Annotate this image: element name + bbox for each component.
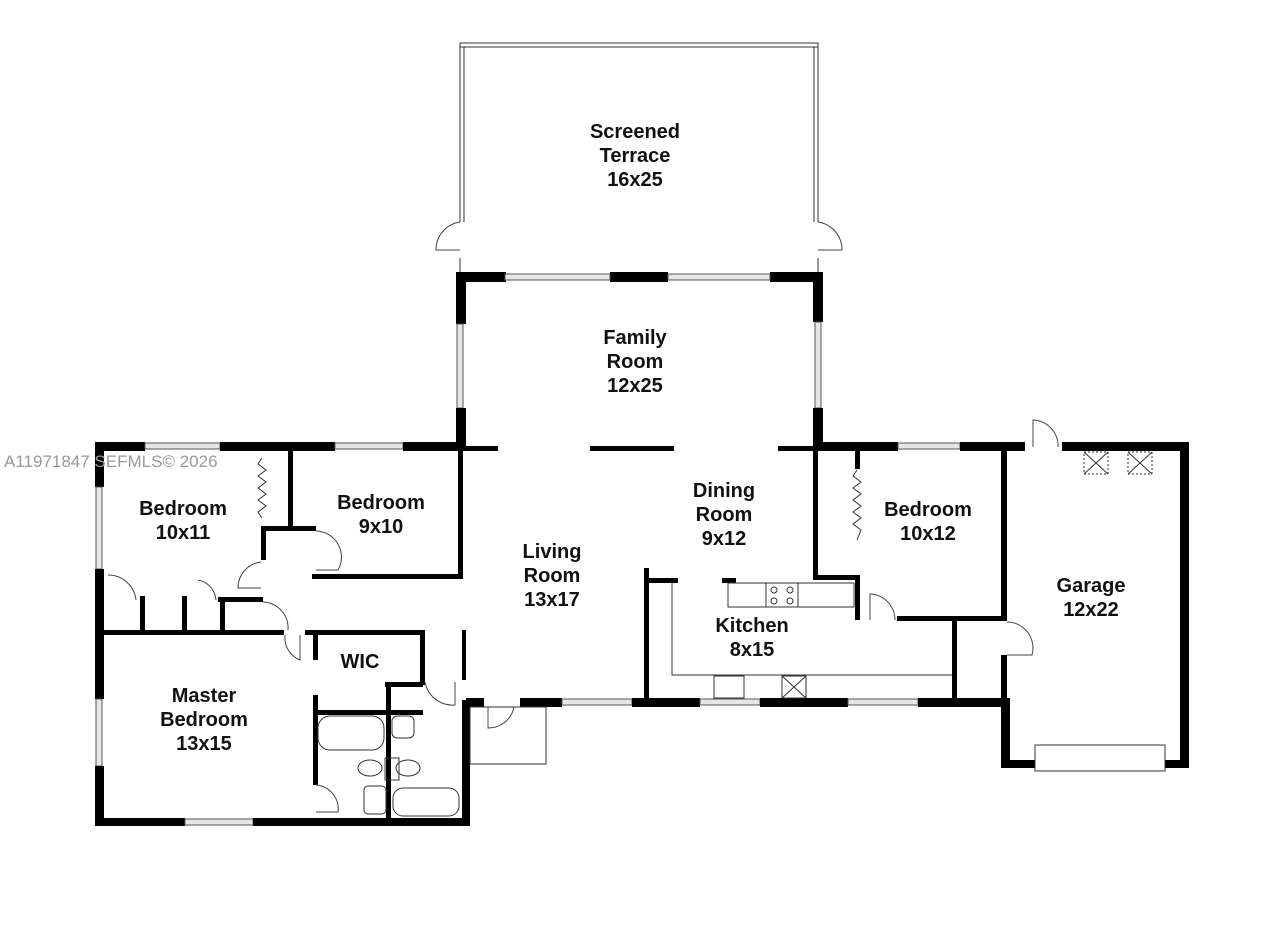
room-name: Living bbox=[522, 541, 582, 563]
room-dims: 12x22 bbox=[1063, 599, 1119, 621]
room-dims: 13x17 bbox=[524, 589, 580, 611]
room-dims: 16x25 bbox=[607, 169, 663, 191]
room-name: Bedroom bbox=[884, 499, 972, 521]
room-dims: 10x11 bbox=[155, 522, 211, 544]
room-name: Garage bbox=[1056, 575, 1126, 597]
room-name2: Room bbox=[695, 504, 753, 526]
room-name2: Bedroom bbox=[160, 709, 248, 731]
room-name: Dining bbox=[692, 480, 756, 502]
room-dims: 9x12 bbox=[701, 528, 747, 550]
room-name: Screened bbox=[589, 121, 681, 143]
room-dims: 12x25 bbox=[607, 375, 663, 397]
terrace-outline bbox=[435, 42, 843, 275]
walls bbox=[95, 272, 1189, 826]
room-name: Bedroom bbox=[139, 498, 227, 520]
room-dims: 8x15 bbox=[729, 639, 775, 661]
bath-fixtures bbox=[257, 457, 862, 817]
room-name: WIC bbox=[340, 651, 380, 673]
room-name: Kitchen bbox=[715, 615, 789, 637]
room-label-wic: WIC bbox=[341, 650, 380, 674]
room-dims: 10x12 bbox=[900, 523, 956, 545]
room-name2: Terrace bbox=[599, 145, 671, 167]
room-name2: Room bbox=[523, 565, 581, 587]
room-name: Master bbox=[171, 685, 237, 707]
room-dims: 9x10 bbox=[358, 516, 404, 538]
room-name2: Room bbox=[606, 351, 664, 373]
room-name: Bedroom bbox=[337, 492, 425, 514]
room-dims: 13x15 bbox=[176, 733, 232, 755]
watermark: A11971847 SEFMLS© 2026 bbox=[4, 452, 218, 471]
room-name: Family bbox=[603, 327, 667, 349]
doors bbox=[107, 419, 1059, 813]
